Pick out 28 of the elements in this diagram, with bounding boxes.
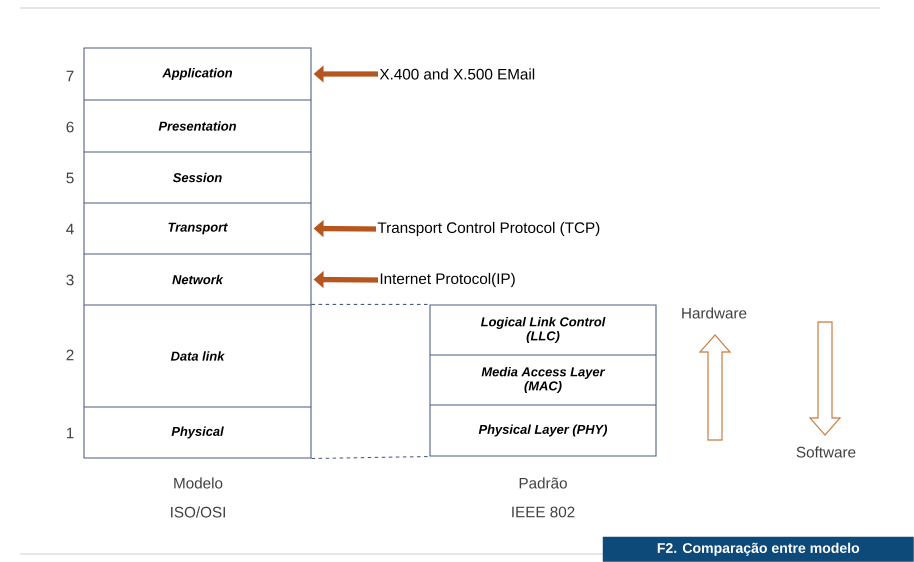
layer-box: Session: [83, 151, 312, 204]
layer-box: Physical: [83, 406, 312, 459]
model-label: Modelo: [174, 477, 222, 489]
layer-box: Presentation: [83, 99, 312, 153]
protocol-text: Internet Protocol(IP): [380, 272, 515, 288]
layer-box: Application: [83, 47, 312, 101]
hardware-label: Hardware: [682, 307, 746, 319]
layer-number: 3: [66, 274, 74, 286]
protocol-text: X.400 and X.500 EMail: [380, 68, 534, 80]
layer-box: Data link: [83, 304, 312, 408]
standard-label: IEEE 802: [512, 506, 574, 518]
layer-number: 6: [66, 122, 74, 132]
layer-number: 5: [66, 172, 74, 184]
layer-box: Physical Layer (PHY): [429, 404, 657, 457]
layer-box: Network: [83, 253, 312, 306]
software-label: Software: [796, 446, 856, 458]
caption-bar: F2. Comparação entre modelo: [602, 536, 914, 562]
layer-box: Media Access Layer (MAC): [429, 354, 657, 406]
dashed-line: [312, 304, 430, 305]
layer-box: Transport: [83, 202, 312, 255]
dashed-line: [312, 456, 430, 460]
layer-number: 4: [66, 224, 74, 234]
layer-number: 7: [66, 70, 74, 82]
layer-box: Logical Link Control (LLC): [429, 304, 657, 356]
model-label: ISO/OSI: [171, 506, 225, 518]
standard-label: Padrão: [520, 477, 567, 489]
protocol-text: Transport Control Protocol (TCP): [378, 222, 600, 236]
layer-number: 1: [66, 428, 74, 438]
